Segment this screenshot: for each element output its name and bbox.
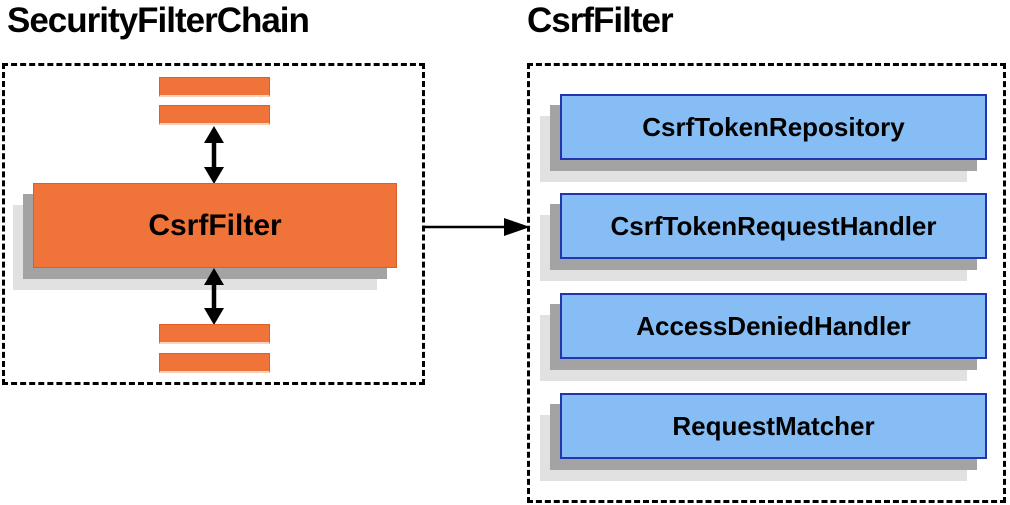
- component-box-label: RequestMatcher: [672, 410, 875, 441]
- component-box-label: CsrfTokenRequestHandler: [610, 210, 937, 241]
- component-box: RequestMatcher: [560, 393, 987, 459]
- csrf-filter-node: CsrfFilter: [33, 183, 397, 268]
- csrf-filter-node-label: CsrfFilter: [148, 208, 282, 242]
- security-filter-chain-panel: CsrfFilter: [2, 63, 425, 385]
- bidirectional-arrow-icon: [204, 268, 224, 325]
- flow-arrow-icon: [422, 218, 530, 236]
- component-box-label: CsrfTokenRepository: [642, 111, 905, 142]
- component-box-label: AccessDeniedHandler: [636, 310, 911, 341]
- component-box: CsrfTokenRepository: [560, 94, 987, 160]
- filter-placeholder-bar: [159, 105, 270, 125]
- csrf-filter-panel-title: CsrfFilter: [527, 1, 674, 40]
- filter-placeholder-bar: [159, 324, 270, 344]
- component-box: AccessDeniedHandler: [560, 293, 987, 359]
- component-box: CsrfTokenRequestHandler: [560, 193, 987, 259]
- security-filter-chain-title: SecurityFilterChain: [7, 1, 310, 40]
- filter-placeholder-bar: [159, 77, 270, 97]
- csrf-filter-panel: CsrfTokenRepository CsrfTokenRequestHand…: [527, 63, 1006, 503]
- filter-placeholder-bar: [159, 353, 270, 373]
- bidirectional-arrow-icon: [204, 126, 224, 184]
